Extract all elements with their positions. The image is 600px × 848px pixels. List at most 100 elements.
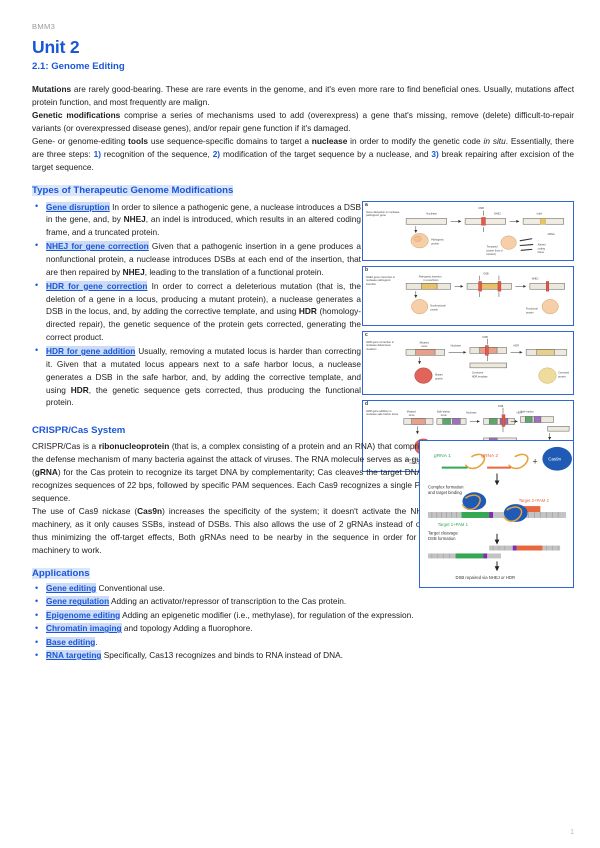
figure-letter-a: a: [365, 201, 368, 208]
intro-p3-c: in order to modify the genetic code: [347, 135, 484, 146]
crispr-p1-a: CRISPR/Cas is a: [32, 441, 99, 452]
svg-text:locus: locus: [422, 345, 429, 348]
svg-text:Corrected: Corrected: [558, 371, 570, 374]
bullet-2-bold: HDR: [298, 306, 317, 317]
list-item: Gene editing Conventional use.: [32, 581, 574, 596]
crispr-p2-b: ) increases the specificity of the syste…: [32, 506, 432, 555]
intro-paragraph-3: Gene- or genome-editing tools use sequen…: [32, 135, 574, 174]
crispr-plus-text: +: [533, 457, 538, 467]
bullet-1-text-a: Given that a pathogenic insertion in a g…: [46, 241, 362, 277]
crispr-paragraph-1: CRISPR/Cas is a ribonucleoprotein (that …: [32, 440, 432, 505]
svg-text:DSB: DSB: [498, 404, 503, 407]
crispr-zone: CRISPR/Cas is a ribonucleoprotein (that …: [32, 440, 574, 589]
svg-text:Nonfunctional: Nonfunctional: [430, 304, 446, 307]
svg-text:locus: locus: [409, 414, 416, 417]
svg-text:mRNA: mRNA: [547, 232, 555, 235]
term-epigenome-editing[interactable]: Epigenome editing: [46, 609, 121, 620]
bullet-3-text-a: Usually, removing a mutated locus is har…: [46, 346, 362, 395]
crispr-p1-bold-grna: gRNA: [34, 467, 58, 478]
svg-text:function): function): [486, 253, 496, 256]
crispr-diagram: gRNA 1 gRNA 2 + Cas9n Complex formation …: [427, 447, 572, 580]
page-title: Unit 2: [32, 37, 80, 57]
svg-text:frame: frame: [538, 251, 545, 254]
crispr-step1-text-l2: and target binding: [428, 490, 463, 495]
intro-p3-b: use sequence-specific domains to target …: [148, 135, 312, 146]
bullet-0-text-b: , an indel is introduced, which results …: [46, 214, 361, 238]
crispr-target1-text: Target 1+PAM 1: [438, 522, 469, 527]
list-item: NHEJ for gene correction Given that a pa…: [32, 239, 362, 279]
step-number-3: 3): [431, 148, 439, 159]
svg-text:coding: coding: [538, 247, 546, 250]
figure-letter-b: b: [365, 266, 369, 273]
figure-a-side-caption: Gene disruption in nuclease pathogenic g…: [366, 210, 400, 218]
crispr-p2-bold-cas9n: Cas9n: [137, 506, 163, 516]
crispr-step3-text: DSB repaired via NHEJ or HDR: [456, 575, 516, 580]
svg-text:Loss-of-function: Loss-of-function: [406, 458, 424, 461]
term-gene-editing[interactable]: Gene editing: [46, 582, 97, 593]
intro-p1-text: are rarely good-bearing. These are rare …: [32, 84, 574, 107]
intro-p2-bold: Genetic modifications: [32, 109, 121, 120]
intro-p3-d: . Essentially, there are three steps:: [32, 135, 574, 159]
figure-c-side-caption: HDR gene correction in nuclease deleteri…: [366, 340, 394, 351]
app-1-text: Adding an activator/repressor of transcr…: [109, 596, 347, 607]
bullet-1-bold: NHEJ: [122, 266, 145, 277]
svg-text:Functional: Functional: [526, 307, 538, 310]
svg-text:protein: protein: [558, 375, 566, 378]
term-chromatin-imaging[interactable]: Chromatin imaging: [46, 623, 122, 634]
list-item: Chromatin imaging and topology Adding a …: [32, 621, 574, 636]
svg-text:Nuclease: Nuclease: [466, 411, 477, 414]
svg-text:Mutant: Mutant: [435, 373, 443, 376]
figure-c-diagram: Mutated locus Nuclease DSB HDR Mutant pr…: [405, 335, 570, 384]
term-rna-targeting[interactable]: RNA targeting: [46, 649, 102, 660]
bullet-2-text-b: (homology-directed repair), the genetic …: [46, 306, 361, 343]
list-item: Gene disruption In order to silence a pa…: [32, 200, 361, 240]
figure-b-diagram: Pathogenic insertion in exon/intron DSB …: [405, 272, 565, 314]
figure-letter-c: c: [365, 331, 368, 338]
svg-text:protein (loss of: protein (loss of: [486, 249, 503, 252]
term-hdr-gene-correction[interactable]: HDR for gene correction: [46, 280, 148, 291]
figure-panel-c: c HDR gene correction in nuclease delete…: [362, 330, 574, 395]
term-gene-disruption[interactable]: Gene disruption: [46, 201, 110, 212]
intro-p3-a: Gene- or genome-editing: [32, 135, 129, 146]
svg-text:Altered: Altered: [538, 243, 547, 246]
svg-text:Mutated: Mutated: [420, 341, 430, 344]
list-item: Epigenome editing Adding an epigenetic m…: [32, 608, 574, 623]
section-heading-applications: Applications: [32, 567, 90, 579]
svg-text:Indel: Indel: [537, 212, 543, 215]
section-heading-types: Types of Therapeutic Genome Modification…: [32, 184, 234, 196]
bullet-2-text-a: In order to correct a deleterious mutati…: [46, 280, 361, 317]
bullet-1-text-b: , leading to the translation of a functi…: [144, 266, 324, 277]
crispr-p2-a: The use of Cas9 nickase (: [32, 506, 138, 516]
list-item: HDR for gene correction In order to corr…: [32, 279, 361, 344]
term-nhej-gene-correction[interactable]: NHEJ for gene correction: [46, 241, 149, 252]
term-hdr-gene-addition[interactable]: HDR for gene addition: [46, 346, 136, 357]
crispr-text-block: CRISPR/Cas is a ribonucleoprotein (that …: [32, 440, 432, 556]
figure-panel-b: b NHEJ gene correction in nuclease patho…: [362, 265, 574, 326]
crispr-grna1-text: gRNA 1: [434, 453, 451, 459]
svg-text:Corrective: Corrective: [472, 371, 484, 374]
app-5-text: Specifically, Cas13 recognizes and binds…: [101, 649, 343, 660]
term-base-editing[interactable]: Base editing: [46, 636, 96, 647]
term-gene-regulation[interactable]: Gene regulation: [46, 596, 110, 607]
app-3-text: and topology Adding a fluorophore.: [121, 623, 253, 634]
list-item: Base editing.: [32, 634, 574, 649]
crispr-grna2-text: gRNA 2: [481, 453, 498, 459]
list-item: Gene regulation Adding an activator/repr…: [32, 594, 574, 609]
intro-p3-tools: tools: [128, 135, 148, 146]
svg-text:mutant protein: mutant protein: [410, 462, 427, 465]
list-item: HDR for gene addition Usually, removing …: [32, 344, 362, 409]
intro-p3-nuclease: nuclease: [311, 135, 348, 146]
svg-text:Pathogenic insertion: Pathogenic insertion: [419, 275, 442, 278]
crispr-step1-text-l1: Complex formation: [428, 485, 464, 490]
svg-text:Truncated: Truncated: [486, 245, 498, 248]
figure-letter-d: d: [365, 400, 369, 407]
intro-p2-text: comprise a series of mechanisms used to …: [32, 109, 575, 133]
intro-p3-italic: in situ: [483, 135, 506, 146]
bullet-3-bold: HDR: [70, 384, 89, 395]
app-4-text: .: [95, 636, 98, 647]
page-number: 1: [570, 829, 574, 836]
svg-text:Mutated: Mutated: [407, 410, 417, 413]
svg-text:HDR: HDR: [517, 411, 523, 414]
crispr-p1-c: ) for the Cas protein to recognize its t…: [32, 467, 432, 504]
svg-text:locus: locus: [441, 414, 448, 417]
